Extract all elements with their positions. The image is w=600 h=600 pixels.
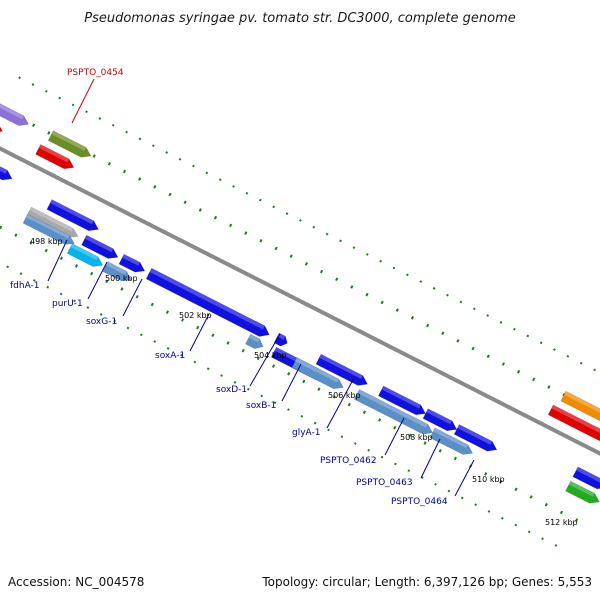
leader-soxd (249, 333, 281, 387)
label-leaders (47, 78, 475, 497)
gene-feature-fdha (22, 213, 75, 245)
tick-label-498: 498 kbp (30, 237, 63, 246)
genome-backbone (0, 146, 600, 456)
gene-feature-blue-2-sheen (84, 235, 114, 253)
leader-fdha (47, 239, 68, 282)
gene-feature-red-sheen (38, 144, 70, 163)
gene-feature-blue-left-sheen (0, 166, 8, 174)
tick-label-500: 500 kbp (105, 274, 138, 283)
tick-label-502: 502 kbp (179, 311, 212, 320)
gene-feature-orange-sheen (564, 391, 600, 413)
gene-label-pspto-0464: PSPTO_0464 (391, 497, 448, 507)
gene-feature-glya-sheen (357, 389, 428, 428)
leader-soxa (189, 313, 210, 352)
gene-feature-soxb-sheen (295, 357, 339, 383)
accession-text: Accession: NC_004578 (8, 575, 144, 589)
gene-feature-blue-6-sheen (319, 354, 363, 379)
gene-feature-blue-1-sheen (50, 199, 94, 225)
gene-feature-fdha-sheen (26, 214, 70, 239)
gene-feature-blue-4 (273, 332, 288, 347)
tick-label-512: 512 kbp (545, 518, 578, 527)
gene-feature-soxa (145, 267, 270, 337)
track-lines (0, 76, 600, 553)
leader-pspto-0454 (71, 78, 95, 124)
gene-label-puru: purU-1 (52, 299, 83, 309)
gene-feature-red-right (547, 404, 600, 441)
gene-label-soxg: soxG-1 (86, 317, 117, 327)
gene-feature-soxd-sheen (248, 334, 260, 343)
leader-puru (87, 261, 108, 300)
gene-feature-blue-8-sheen (426, 408, 453, 425)
gene-feature-blue-3-sheen (122, 254, 140, 266)
gene-label-soxa: soxA-1 (155, 351, 185, 361)
gene-feature-green (565, 480, 600, 504)
gene-feature-soxg (102, 261, 132, 282)
dotted-track-4 (0, 261, 569, 553)
gene-feature-orange (560, 390, 600, 422)
dotted-track-1 (18, 76, 600, 374)
tick-label-510: 510 kbp (472, 475, 505, 484)
gene-feature-red (35, 144, 75, 170)
gene-label-pspto-0454: PSPTO_0454 (67, 68, 124, 78)
gene-label-pspto-0463: PSPTO_0463 (356, 478, 413, 488)
leader-pspto-0464 (454, 459, 475, 497)
gene-feature-glya (353, 388, 433, 435)
gene-feature-red-left (0, 126, 3, 132)
gene-feature-pspto-0463-sheen (433, 427, 468, 449)
gene-label-soxb: soxB-1 (246, 401, 276, 411)
leader-pspto-0463 (420, 438, 441, 479)
gene-feature-grey-sheen (29, 207, 74, 232)
topology-text: Topology: circular; Length: 6,397,126 bp… (261, 575, 592, 589)
leader-glya (326, 377, 355, 429)
gene-features (0, 103, 600, 504)
gene-feature-purple (0, 103, 29, 126)
gene-label-fdha: fdhA-1 (10, 281, 40, 291)
leader-pspto-0462 (384, 417, 405, 456)
gene-feature-blue-right (572, 466, 600, 490)
gene-label-glya: glyA-1 (292, 428, 320, 438)
tick-label-508: 508 kbp (400, 433, 433, 442)
gene-labels: PSPTO_0454 fdhA-1 purU-1 soxG-1 soxA-1 s… (10, 68, 448, 507)
gene-feature-blue-left (0, 166, 13, 181)
gene-feature-red-right-sheen (551, 405, 600, 434)
gene-feature-soxg-sheen (106, 261, 127, 275)
gene-feature-puru (66, 243, 104, 267)
gene-feature-blue-6 (315, 353, 368, 386)
gene-feature-green-sheen (568, 481, 595, 497)
gene-feature-blue-right-sheen (576, 466, 600, 483)
gene-feature-blue-3 (118, 253, 146, 273)
gene-label-soxd: soxD-1 (216, 385, 247, 395)
gene-feature-blue-9-sheen (457, 424, 493, 445)
gene-feature-blue-7 (377, 385, 426, 416)
gene-feature-olive-sheen (51, 130, 87, 151)
gene-feature-blue-2 (81, 234, 119, 259)
gene-feature-soxd (245, 333, 264, 349)
gene-feature-olive (47, 130, 92, 158)
map-title: Pseudomonas syringae pv. tomato str. DC3… (84, 11, 516, 26)
gene-feature-puru-sheen (70, 243, 98, 261)
tick-label-504: 504 kbp (254, 351, 287, 360)
leader-soxb (281, 363, 302, 402)
leader-soxg (122, 278, 143, 317)
gene-label-pspto-0462: PSPTO_0462 (320, 456, 377, 466)
gene-feature-pspto-0463 (429, 427, 474, 455)
gene-feature-blue-9 (453, 424, 498, 452)
gene-feature-purple-sheen (0, 103, 24, 120)
gene-feature-blue-7-sheen (381, 386, 421, 409)
gene-feature-blue-1 (46, 199, 99, 232)
gene-feature-soxa-sheen (149, 268, 265, 330)
gene-feature-soxb (291, 357, 344, 390)
dotted-track-2 (1, 108, 600, 415)
gene-feature-blue-8 (422, 408, 458, 432)
